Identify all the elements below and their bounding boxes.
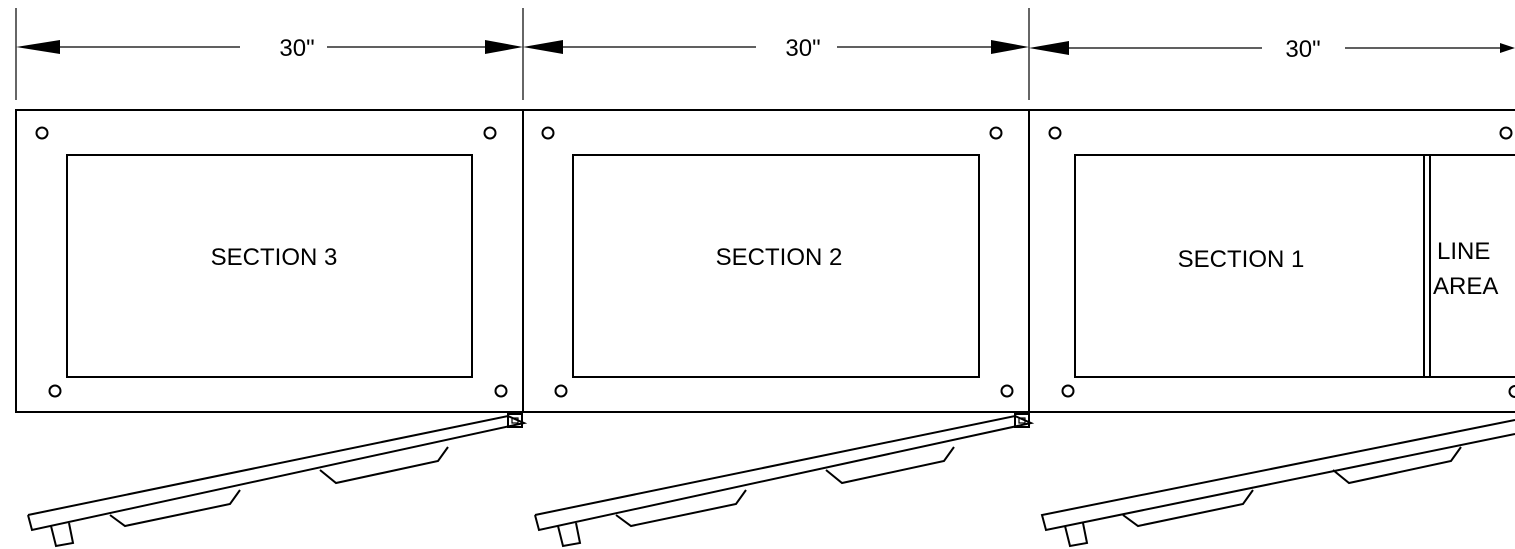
arrowhead-left: [16, 40, 60, 54]
section-1-window: [1074, 154, 1515, 378]
dimension-30-middle: 30": [523, 35, 1029, 62]
door-swing-2: [534, 414, 1035, 548]
hinge-icon: [1014, 413, 1030, 428]
arrowhead-right: [991, 40, 1029, 54]
section-3-window: [66, 154, 473, 378]
mounting-hole-icon: [483, 126, 497, 140]
panel-frames: [15, 109, 1515, 413]
mounting-hole-icon: [989, 126, 1003, 140]
door-swing-1: [1040, 419, 1515, 548]
mounting-hole-icon: [1048, 126, 1062, 140]
mounting-hole-icon: [48, 384, 62, 398]
arrowhead-left: [523, 40, 563, 54]
arrowhead-right: [485, 40, 523, 54]
dimension-label: 30": [279, 35, 314, 62]
hinges: [507, 413, 1030, 428]
mounting-hole-icon: [494, 384, 508, 398]
dimension-30-right: 30": [1029, 36, 1515, 63]
mounting-hole-icon: [554, 384, 568, 398]
door-swing-3: [27, 414, 528, 548]
arrowhead-left: [1029, 41, 1069, 55]
extension-lines: [15, 8, 1030, 100]
dimension-label: 30": [1285, 36, 1320, 63]
line-area-label-bottom: AREA: [1433, 273, 1498, 300]
dimension-label: 30": [785, 35, 820, 62]
dimension-30-left: 30": [16, 35, 523, 62]
hinge-icon: [507, 413, 523, 428]
mounting-hole-icon: [1508, 385, 1515, 398]
section-2-window: [572, 154, 980, 378]
section-1-label: SECTION 1: [1178, 246, 1305, 273]
line-area-label-top: LINE: [1437, 238, 1490, 265]
mounting-hole-icon: [541, 126, 555, 140]
mounting-hole-icon: [35, 126, 49, 140]
section-2-label: SECTION 2: [716, 244, 843, 271]
mounting-hole-icon: [1061, 384, 1075, 398]
mounting-hole-icon: [1000, 384, 1014, 398]
mounting-holes: [35, 126, 1515, 398]
section-3-label: SECTION 3: [211, 244, 338, 271]
arrowhead-right-partial: [1500, 43, 1515, 53]
mounting-hole-icon: [1499, 126, 1513, 140]
